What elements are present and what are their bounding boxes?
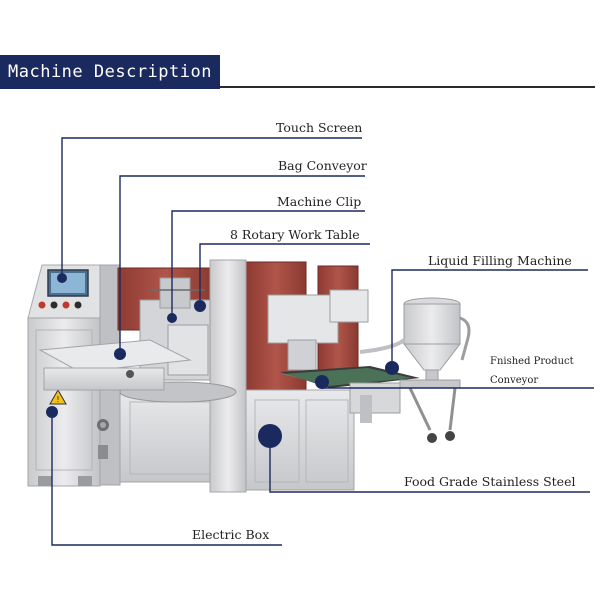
svg-text:!: ! bbox=[56, 395, 59, 404]
machine-illustration: ! bbox=[28, 260, 469, 492]
marker-rotary-table bbox=[194, 300, 206, 312]
label-food-grade-steel: Food Grade Stainless Steel bbox=[404, 474, 575, 489]
label-finished-conveyor: Conveyor bbox=[490, 375, 538, 386]
label-touch-screen: Touch Screen bbox=[276, 120, 362, 135]
marker-finished-conveyor bbox=[315, 375, 329, 389]
vent-fan-icon bbox=[97, 419, 109, 431]
marker-machine-clip bbox=[167, 313, 177, 323]
marker-liquid-filling bbox=[385, 361, 399, 375]
marker-bag-conveyor bbox=[114, 348, 126, 360]
label-rotary-work-table: 8 Rotary Work Table bbox=[230, 227, 360, 242]
marker-stainless-steel bbox=[258, 424, 282, 448]
marker-touch-screen bbox=[57, 273, 67, 283]
marker-electric-box bbox=[46, 406, 58, 418]
label-liquid-filling-machine: Liquid Filling Machine bbox=[428, 253, 572, 268]
label-electric-box: Electric Box bbox=[192, 527, 269, 542]
label-bag-conveyor: Bag Conveyor bbox=[278, 158, 367, 173]
label-machine-clip: Machine Clip bbox=[277, 194, 361, 209]
label-finished-product: Fnished Product bbox=[490, 356, 574, 367]
